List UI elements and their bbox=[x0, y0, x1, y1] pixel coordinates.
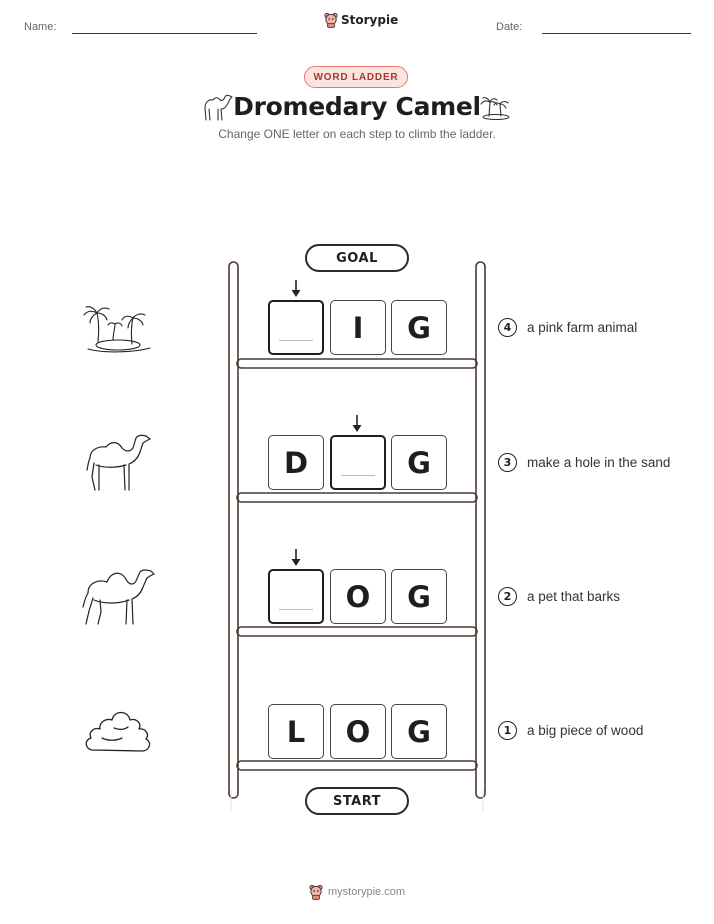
ladder-right-rail bbox=[475, 261, 486, 799]
oasis-title-icon bbox=[480, 97, 510, 120]
letter-tile: G bbox=[391, 704, 447, 759]
clue-text: a pet that barks bbox=[527, 589, 621, 604]
storypie-mascot-icon bbox=[324, 12, 338, 28]
letter-tile-blank[interactable] bbox=[330, 435, 386, 490]
clue-row: 1 a big piece of wood bbox=[498, 721, 643, 740]
start-label: START bbox=[305, 787, 409, 815]
change-arrow-icon bbox=[291, 280, 301, 297]
ladder-rung bbox=[236, 492, 478, 503]
letter-tile: G bbox=[391, 569, 447, 624]
step-number: 2 bbox=[498, 587, 517, 606]
letter-tile: G bbox=[391, 300, 447, 355]
clue-text: make a hole in the sand bbox=[527, 455, 671, 470]
date-label: Date: bbox=[496, 21, 523, 33]
ladder-rung bbox=[236, 358, 478, 369]
camel-title-icon bbox=[204, 94, 233, 121]
camel-walking-icon bbox=[82, 569, 155, 625]
step-number: 4 bbox=[498, 318, 517, 337]
word-ladder-badge: WORD LADDER bbox=[304, 66, 408, 88]
brand-logo: Storypie bbox=[324, 12, 398, 28]
clue-text: a big piece of wood bbox=[527, 723, 644, 738]
name-label: Name: bbox=[24, 21, 57, 33]
change-arrow-icon bbox=[291, 549, 301, 566]
letter-tile: L bbox=[268, 704, 324, 759]
step-number: 3 bbox=[498, 453, 517, 472]
ladder-rung bbox=[236, 760, 478, 771]
letter-tile: D bbox=[268, 435, 324, 490]
footer: mystorypie.com bbox=[0, 884, 714, 900]
storypie-mascot-icon bbox=[309, 884, 323, 900]
page-subtitle: Change ONE letter on each step to climb … bbox=[218, 127, 496, 141]
clue-row: 2 a pet that barks bbox=[498, 587, 620, 606]
change-arrow-icon bbox=[352, 415, 362, 432]
camel-icon bbox=[86, 434, 151, 491]
clue-row: 4 a pink farm animal bbox=[498, 318, 637, 337]
ladder-rung bbox=[236, 626, 478, 637]
letter-tile: I bbox=[330, 300, 386, 355]
name-field[interactable] bbox=[72, 33, 257, 34]
letter-tile: O bbox=[330, 569, 386, 624]
goal-label: GOAL bbox=[305, 244, 409, 272]
letter-tile-blank[interactable] bbox=[268, 300, 324, 355]
page-title: Dromedary Camel bbox=[233, 92, 481, 121]
oasis-icon bbox=[83, 306, 151, 353]
brand-name: Storypie bbox=[341, 13, 399, 27]
letter-tile: O bbox=[330, 704, 386, 759]
clue-text: a pink farm animal bbox=[527, 320, 638, 335]
letter-tile-blank[interactable] bbox=[268, 569, 324, 624]
letter-tile: G bbox=[391, 435, 447, 490]
date-field[interactable] bbox=[542, 33, 691, 34]
clue-row: 3 make a hole in the sand bbox=[498, 453, 670, 472]
step-number: 1 bbox=[498, 721, 517, 740]
dung-icon bbox=[85, 711, 151, 752]
footer-site: mystorypie.com bbox=[327, 886, 406, 898]
ladder-left-rail bbox=[228, 261, 239, 799]
